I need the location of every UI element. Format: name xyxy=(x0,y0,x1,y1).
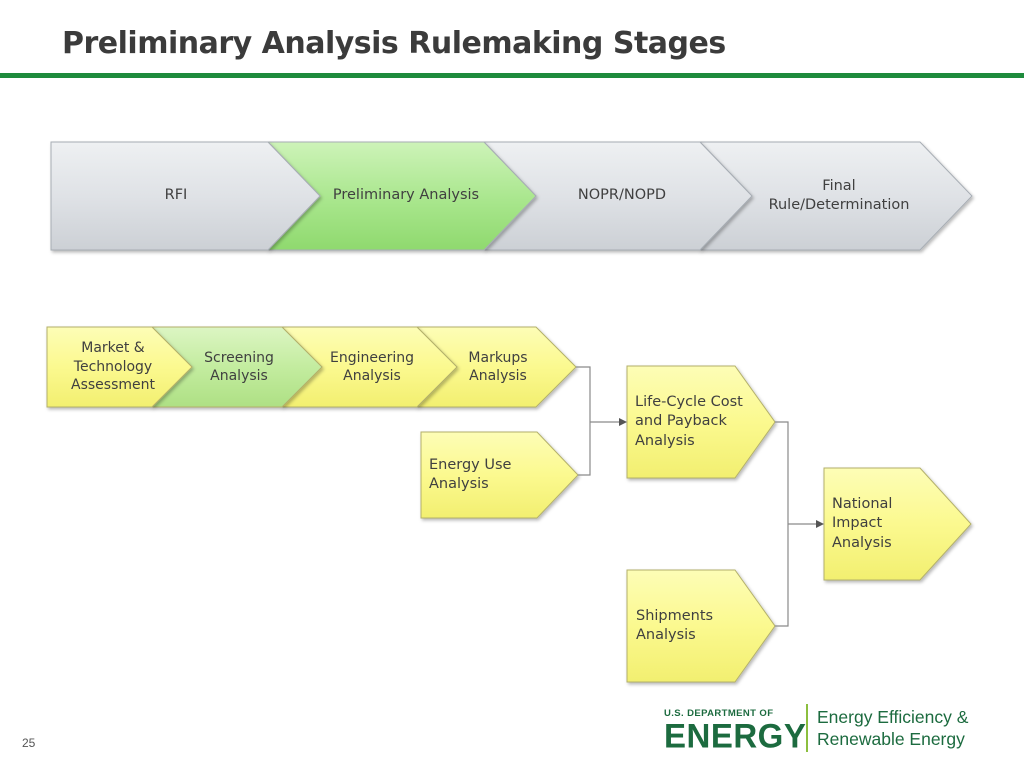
arrowhead-national-impact xyxy=(816,520,824,528)
life-cycle-shape xyxy=(626,365,776,479)
title-rule xyxy=(0,73,1024,78)
engineering-analysis: Engineering Analysis xyxy=(330,349,414,384)
connector-markups-bracket xyxy=(576,366,591,476)
screening-analysis: Screening Analysis xyxy=(204,349,274,384)
stage-chevrons xyxy=(50,141,973,251)
doe-logo-main-text: ENERGY xyxy=(664,715,807,755)
page-title: Preliminary Analysis Rulemaking Stages xyxy=(62,26,726,61)
stage-rfi-shape xyxy=(50,141,321,251)
connectors xyxy=(576,366,818,627)
stage-rfi: RFI xyxy=(164,187,188,204)
market-technology-assessment: Market & Technology Assessment xyxy=(71,340,155,394)
stage-preliminary-analysis: Preliminary Analysis xyxy=(332,187,480,204)
shipments-shape xyxy=(626,569,776,683)
national-impact-shape xyxy=(823,467,972,581)
national-impact-analysis: National Impact Analysis xyxy=(832,496,893,551)
life-cycle-cost-analysis: Life-Cycle Cost and Payback Analysis xyxy=(635,394,743,449)
stage-nopr-nopd: NOPR/NOPD xyxy=(577,187,667,204)
page-number: 25 xyxy=(22,736,36,750)
market-tech-shape xyxy=(46,326,193,408)
energy-use-shape xyxy=(420,431,579,519)
eere-logo-line1: Energy Efficiency & xyxy=(817,707,969,727)
analysis-chain xyxy=(46,326,577,408)
arrowhead-life-cycle xyxy=(619,418,627,426)
shipments-analysis: Shipments Analysis xyxy=(636,607,714,643)
logo-divider xyxy=(806,704,808,752)
markups-analysis: Markups Analysis xyxy=(468,349,528,384)
connector-impact-bracket xyxy=(775,421,789,627)
energy-use-analysis: Energy Use Analysis xyxy=(429,456,512,492)
eere-logo: Energy Efficiency & Renewable Energy xyxy=(817,706,968,750)
eere-logo-line2: Renewable Energy xyxy=(817,729,965,749)
doe-logo: U.S. DEPARTMENT OF ENERGY xyxy=(664,708,807,755)
stage-final-rule: Final Rule/Determination xyxy=(768,177,910,213)
doe-logo-top-text: U.S. DEPARTMENT OF xyxy=(664,708,774,719)
